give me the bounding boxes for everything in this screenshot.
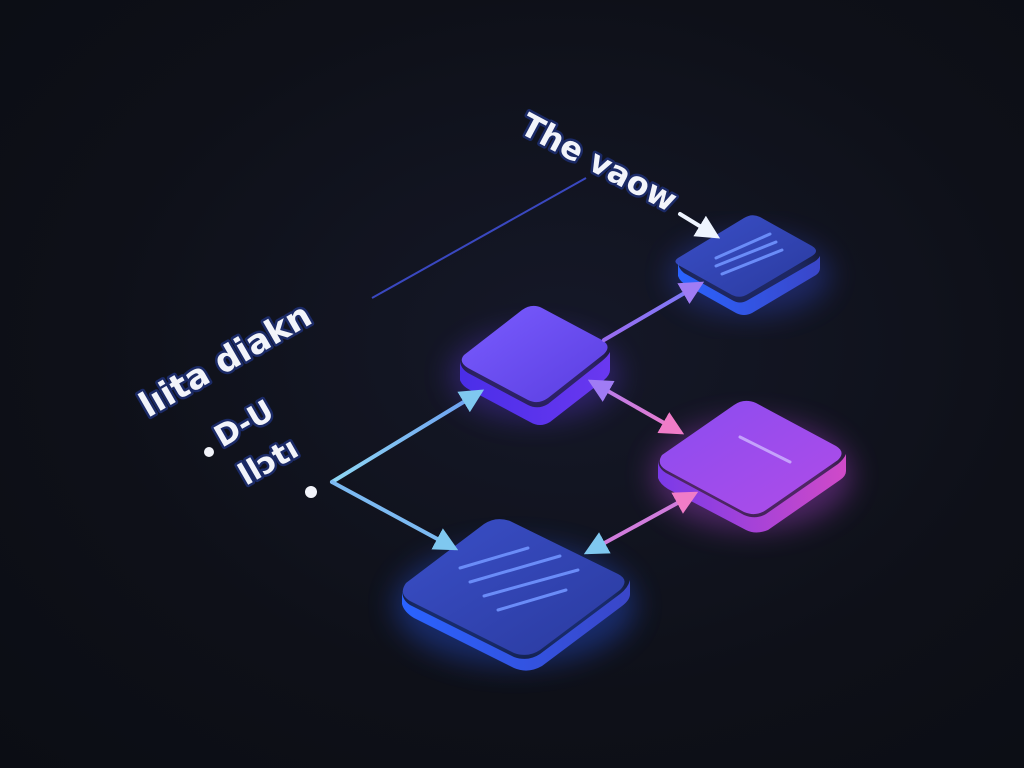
bullet-dot: [204, 447, 214, 457]
arrow-middle-right-bidirectional: [587, 379, 685, 435]
node-text-line: [714, 232, 772, 260]
node-text-line: [714, 240, 778, 268]
arrow-to-bottom: [330, 480, 459, 551]
main-label: lıita diakn: [133, 295, 319, 426]
node-text-line: [482, 568, 580, 598]
node-text-line: [458, 546, 530, 570]
arrow-to-middle: [330, 389, 485, 484]
node-text-line: [468, 554, 562, 584]
node-text-line: [720, 248, 784, 276]
node-bottom[interactable]: [402, 519, 630, 671]
node-middle[interactable]: [460, 305, 610, 425]
arrow-label-to-top-right: [678, 212, 721, 239]
node-text-line: [496, 588, 568, 612]
arrow-bottom-right-bidirectional: [583, 491, 699, 555]
top-label: The vaow: [514, 106, 683, 220]
label-leader-line: [371, 177, 587, 299]
node-top-right[interactable]: [675, 215, 820, 315]
arrow-middle-to-top-right: [602, 281, 705, 342]
node-text-line: [738, 435, 792, 464]
bullet-dot: [305, 486, 317, 498]
